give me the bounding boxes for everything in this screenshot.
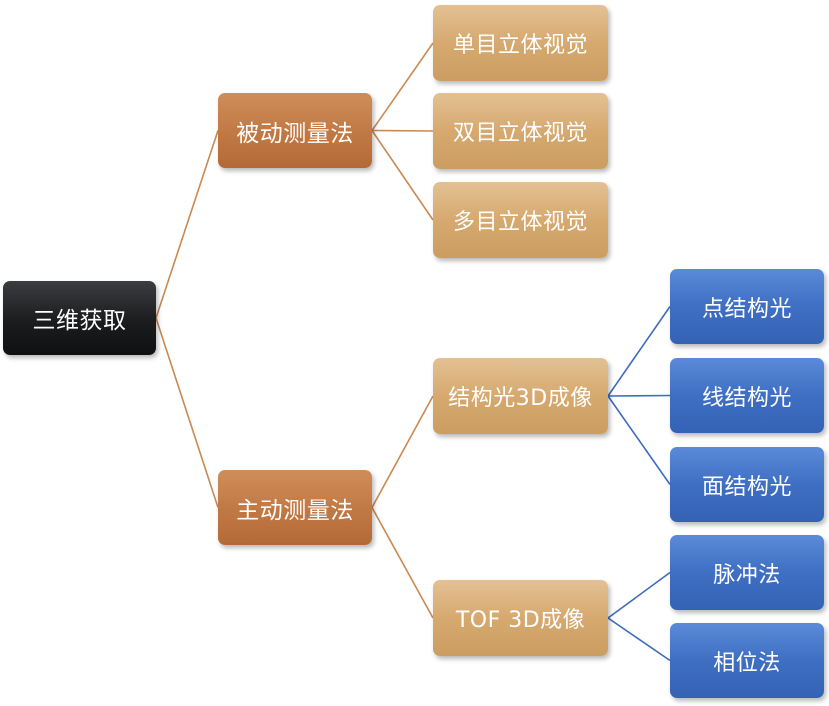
connector-passive-to-bino (371, 129, 434, 132)
passive-measurement-node: 被动测量法 (218, 93, 372, 168)
pulse-method-node: 脉冲法 (670, 535, 824, 610)
phase-method-node: 相位法 (670, 623, 824, 698)
connector-active-to-tof3d (371, 507, 434, 619)
connector-root-to-active (155, 317, 219, 508)
point-structured-light-node: 点结构光 (670, 269, 824, 344)
monocular-stereo-node: 单目立体视觉 (433, 5, 608, 81)
connector-sl3d-to-line (607, 394, 671, 397)
connector-sl3d-to-point (607, 306, 671, 397)
tof-3d-node: TOF 3D成像 (433, 580, 608, 656)
connector-active-to-sl3d (371, 395, 434, 508)
connector-tof3d-to-pulse (607, 571, 671, 619)
multiocular-stereo-node: 多目立体视觉 (433, 182, 608, 258)
connector-passive-to-multi (371, 130, 434, 221)
connector-passive-to-mono (371, 42, 434, 131)
structured-light-3d-node: 结构光3D成像 (433, 358, 608, 434)
binocular-stereo-node: 双目立体视觉 (433, 93, 608, 169)
root-node: 三维获取 (3, 281, 156, 355)
active-measurement-node: 主动测量法 (218, 470, 372, 545)
area-structured-light-node: 面结构光 (670, 447, 824, 522)
connector-root-to-passive (155, 130, 219, 319)
line-structured-light-node: 线结构光 (670, 358, 824, 433)
connector-sl3d-to-area (607, 395, 671, 485)
connector-tof3d-to-phase (607, 617, 671, 662)
